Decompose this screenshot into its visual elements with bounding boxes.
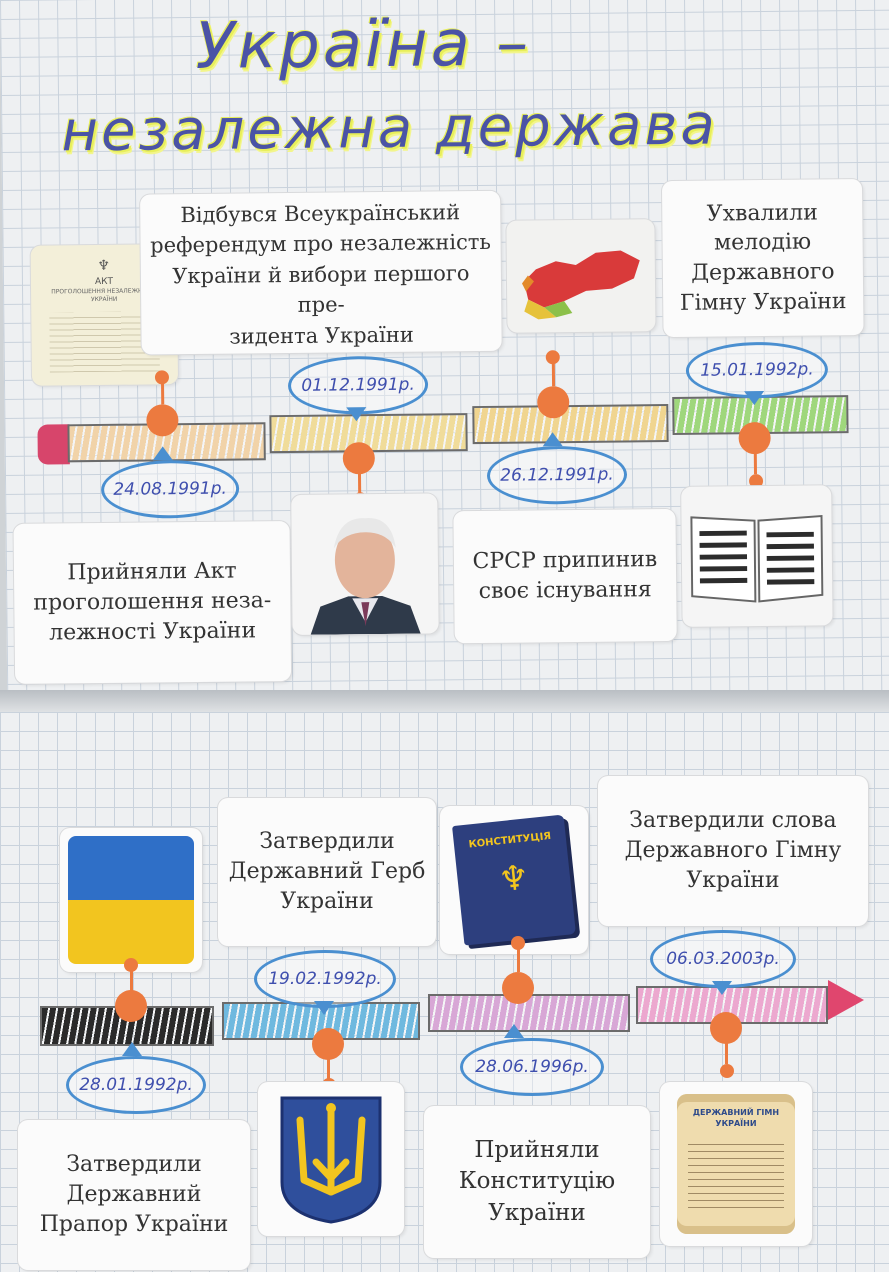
connector-stem: [327, 1058, 330, 1080]
timeline-marker: [146, 404, 178, 436]
timeline-segment: [428, 994, 630, 1032]
book-icon: [687, 505, 826, 606]
constitution-label: КОНСТИТУЦІЯ: [468, 830, 552, 852]
connector-stem: [552, 362, 555, 386]
notebook-page-bottom: Затвердили Державний Герб України КОНСТИ…: [0, 712, 889, 1272]
event-text-line: Державного Гімну: [625, 836, 842, 866]
event-text-line: Конституцію: [459, 1166, 615, 1197]
event-text-line: Прийняли Акт: [33, 557, 271, 589]
portrait-icon: [299, 502, 430, 635]
date-bubble: 19.02.1992р.: [254, 950, 396, 1008]
event-text-line: референдум про незалежність: [146, 227, 494, 261]
bubble-tail: [712, 981, 732, 995]
ussr-map-image: [506, 219, 655, 333]
trident-icon: ♆: [97, 257, 110, 276]
page-title-line2: незалежна держава: [61, 92, 718, 164]
flag-blue-stripe: [68, 836, 194, 900]
timeline-marker: [312, 1028, 344, 1060]
ukraine-flag-icon: [68, 836, 194, 964]
trident-shield-icon: [276, 1092, 386, 1226]
date-bubble: 28.01.1992р.: [66, 1056, 206, 1114]
event-card-flag: Затвердили Державний Прапор України: [18, 1120, 250, 1270]
event-text-line: України: [229, 887, 426, 917]
event-text-line: України й вибори першого пре-: [147, 258, 496, 323]
connector-dot: [720, 1064, 734, 1078]
connector-stem: [358, 472, 361, 494]
scroll-text-lines: [688, 1138, 784, 1208]
event-text-line: проголошення неза-: [33, 586, 271, 618]
event-text-line: Державний Герб: [229, 857, 426, 887]
connector-stem: [517, 948, 520, 972]
constitution-book-icon: КОНСТИТУЦІЯ ♆: [452, 814, 576, 945]
event-text-line: Прийняли: [459, 1135, 615, 1166]
connector-stem: [130, 970, 133, 992]
event-text-line: лежності України: [34, 616, 272, 648]
constitution-image: КОНСТИТУЦІЯ ♆: [440, 806, 588, 954]
event-text-line: України: [625, 866, 842, 896]
timeline-marker: [738, 422, 770, 454]
timeline-marker: [710, 1012, 742, 1044]
event-text-line: Відбувся Всеукраїнський: [146, 197, 494, 231]
event-text-line: України: [459, 1198, 615, 1229]
anthem-book-image: [681, 485, 832, 627]
timeline-marker: [115, 990, 147, 1022]
event-card-anthem-melody: Ухвалили мелодію Державного Гімну Україн…: [662, 179, 864, 337]
event-card-ussr-end: СРСР припинив своє існування: [453, 509, 676, 643]
event-card-anthem-words: Затвердили слова Державного Гімну Україн…: [598, 776, 868, 926]
bubble-tail: [153, 446, 173, 460]
act-title: АКТ: [95, 276, 113, 288]
event-text-line: Прапор України: [40, 1210, 229, 1240]
timeline-start-cap: [37, 424, 69, 464]
connector-stem: [161, 382, 164, 404]
president-portrait-image: [291, 493, 438, 635]
connector-stem: [754, 452, 757, 474]
trident-icon: ♆: [497, 860, 531, 897]
bubble-tail: [543, 432, 563, 446]
timeline-marker: [343, 442, 375, 474]
event-card-constitution: Прийняли Конституцію України: [424, 1106, 650, 1258]
event-text-line: своє існування: [473, 575, 658, 607]
date-bubble: 24.08.1991р.: [101, 460, 240, 519]
event-card-referendum: Відбувся Всеукраїнський референдум про н…: [140, 191, 502, 355]
notebook-page-top: Україна – незалежна держава ♆ АКТ ПРОГОЛ…: [0, 0, 889, 700]
scroll-icon: ДЕРЖАВНИЙ ГІМН УКРАЇНИ: [677, 1094, 795, 1234]
connector-stem: [725, 1042, 728, 1064]
timeline-marker: [502, 972, 534, 1004]
coat-of-arms-image: [258, 1082, 404, 1236]
event-text-line: Гімну України: [680, 287, 847, 318]
event-text-line: мелодію: [679, 227, 846, 258]
event-text-line: Затвердили: [229, 827, 426, 857]
event-text-line: Державний: [40, 1180, 229, 1210]
anthem-scroll-label: ДЕРЖАВНИЙ ГІМН УКРАЇНИ: [685, 1108, 787, 1130]
bubble-tail: [744, 391, 764, 405]
date-bubble: 01.12.1991р.: [288, 356, 429, 415]
bubble-tail: [346, 407, 366, 421]
event-text-line: Державного: [679, 257, 846, 288]
timeline-end-arrow: [828, 980, 864, 1020]
bubble-tail: [504, 1024, 524, 1038]
bubble-tail: [122, 1042, 142, 1056]
map-icon: [515, 230, 646, 321]
flag-image: [60, 828, 202, 972]
timeline-segment: [472, 404, 668, 444]
flag-yellow-stripe: [68, 900, 194, 964]
event-text-line: зидента України: [147, 319, 495, 353]
event-text-line: Затвердили: [40, 1150, 229, 1180]
event-card-act: Прийняли Акт проголошення неза- лежності…: [13, 521, 291, 684]
date-bubble: 28.06.1996р.: [460, 1038, 604, 1096]
timeline-marker: [537, 386, 569, 418]
anthem-scroll-image: ДЕРЖАВНИЙ ГІМН УКРАЇНИ: [660, 1082, 812, 1246]
date-bubble: 26.12.1991р.: [487, 445, 628, 504]
bubble-tail: [314, 1001, 334, 1015]
date-bubble: 06.03.2003р.: [650, 930, 796, 988]
page-title-line1: Україна –: [195, 6, 531, 84]
event-text-line: Затвердили слова: [625, 806, 842, 836]
event-text-line: СРСР припинив: [472, 545, 657, 577]
event-text-line: Ухвалили: [679, 198, 846, 229]
event-card-coat-of-arms: Затвердили Державний Герб України: [218, 798, 436, 946]
